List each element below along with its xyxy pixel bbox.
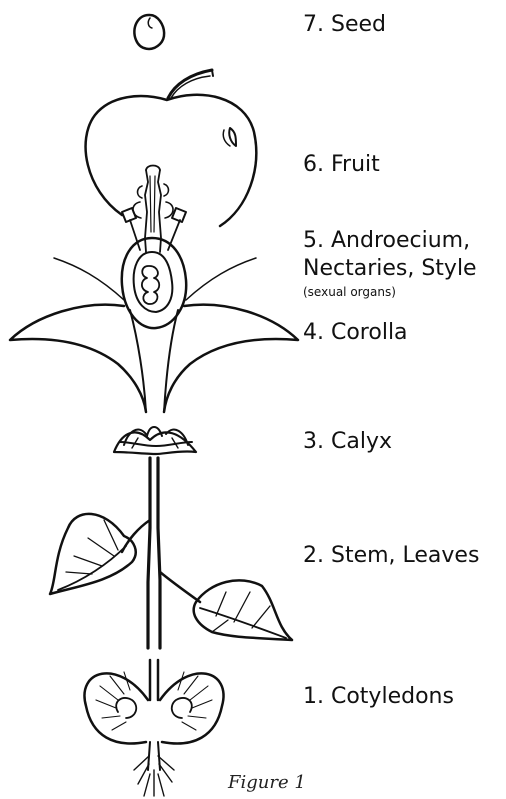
figure-caption: Figure 1 (228, 772, 306, 793)
fruit-illustration (86, 70, 257, 226)
calyx-illustration (114, 427, 196, 454)
label-calyx: 3. Calyx (303, 429, 392, 455)
label-seed: 7. Seed (303, 12, 386, 38)
label-androecium-line2: Nectaries, Style (303, 256, 477, 282)
seed-illustration (134, 15, 164, 49)
label-androecium-line1: 5. Androecium, (303, 228, 470, 254)
label-corolla: 4. Corolla (303, 320, 408, 346)
label-stem-leaves: 2. Stem, Leaves (303, 543, 479, 569)
label-sexual-organs: (sexual organs) (303, 285, 396, 299)
stem-leaves-illustration (50, 458, 292, 648)
label-cotyledons: 1. Cotyledons (303, 684, 454, 710)
label-fruit: 6. Fruit (303, 152, 380, 178)
corolla-illustration (10, 258, 298, 412)
sexual-organs-illustration (122, 166, 186, 329)
cotyledons-illustration (84, 660, 223, 796)
